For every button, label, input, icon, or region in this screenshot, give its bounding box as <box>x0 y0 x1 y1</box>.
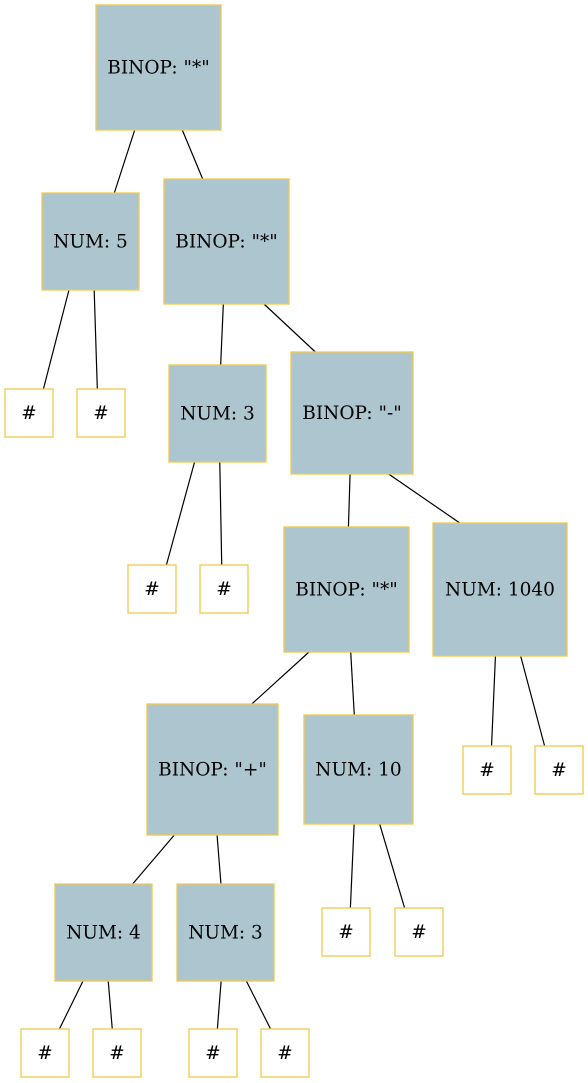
tree-node: BINOP: "*" <box>283 526 410 653</box>
tree-node: BINOP: "*" <box>95 4 222 131</box>
node-box <box>41 192 140 291</box>
tree-node: BINOP: "-" <box>290 351 414 475</box>
node-label: # <box>21 403 37 424</box>
edge-n11-n14 <box>490 655 497 747</box>
node-box <box>146 703 279 836</box>
node-box <box>4 388 54 438</box>
leaf-node: # <box>534 745 584 795</box>
node-label: BINOP: "*" <box>175 232 277 253</box>
node-box <box>321 907 371 957</box>
node-label: BINOP: "+" <box>158 760 267 781</box>
node-label: # <box>144 579 160 600</box>
node-box <box>127 564 177 614</box>
leaf-node: # <box>20 1028 70 1078</box>
edges-layer <box>42 129 546 1030</box>
edge-n3-n6 <box>220 303 224 366</box>
node-label: # <box>109 1043 125 1064</box>
edge-n16-n21 <box>107 980 113 1030</box>
node-label: NUM: 10 <box>315 760 401 781</box>
edge-n6-n9 <box>219 461 223 566</box>
leaf-node: # <box>188 1028 238 1078</box>
node-box <box>168 364 267 463</box>
node-label: # <box>479 760 495 781</box>
leaf-node: # <box>462 745 512 795</box>
leaf-node: # <box>199 564 249 614</box>
edge-n17-n23 <box>245 980 272 1030</box>
node-label: NUM: 5 <box>53 232 128 253</box>
node-label: NUM: 4 <box>66 923 141 944</box>
node-box <box>303 714 414 825</box>
node-box <box>54 883 153 982</box>
node-box <box>176 883 275 982</box>
edge-n7-n11 <box>388 473 461 524</box>
node-box <box>199 564 249 614</box>
tree-node: NUM: 3 <box>168 364 267 463</box>
node-box <box>534 745 584 795</box>
node-box <box>394 907 444 957</box>
node-box <box>260 1028 310 1078</box>
edge-n16-n20 <box>58 980 84 1030</box>
tree-node: NUM: 5 <box>41 192 140 291</box>
edge-n13-n19 <box>379 823 406 909</box>
node-box <box>92 1028 142 1078</box>
tree-node: BINOP: "+" <box>146 703 279 836</box>
node-label: BINOP: "*" <box>295 580 397 601</box>
edge-n10-n13 <box>350 651 355 716</box>
leaf-node: # <box>321 907 371 957</box>
node-label: # <box>277 1043 293 1064</box>
tree-node: NUM: 10 <box>303 714 414 825</box>
node-label: # <box>205 1043 221 1064</box>
edge-n10-n12 <box>251 651 310 705</box>
node-box <box>283 526 410 653</box>
edge-n12-n17 <box>216 834 222 885</box>
nodes-layer: BINOP: "*" NUM: 5 BINOP: "*" # # NUM: 3 BINOP:… <box>4 4 584 1078</box>
tree-node: NUM: 4 <box>54 883 153 982</box>
node-box <box>432 522 568 657</box>
edge-n2-n4 <box>42 289 70 390</box>
tree-node: NUM: 1040 <box>432 522 568 657</box>
node-label: # <box>551 760 567 781</box>
leaf-node: # <box>394 907 444 957</box>
node-box <box>163 178 290 305</box>
edge-n6-n8 <box>165 461 196 566</box>
node-box <box>462 745 512 795</box>
edge-n17-n22 <box>216 980 222 1030</box>
node-label: # <box>411 922 427 943</box>
leaf-node: # <box>127 564 177 614</box>
node-label: # <box>216 579 232 600</box>
leaf-node: # <box>76 388 126 438</box>
node-label: NUM: 3 <box>188 923 263 944</box>
node-label: NUM: 1040 <box>445 580 555 601</box>
edge-n1-n3 <box>181 129 204 180</box>
edge-n1-n2 <box>113 129 136 194</box>
edge-n2-n5 <box>93 289 98 390</box>
node-box <box>290 351 414 475</box>
edge-n13-n18 <box>349 823 355 909</box>
node-label: BINOP: "-" <box>302 403 401 424</box>
node-box <box>95 4 222 131</box>
leaf-node: # <box>260 1028 310 1078</box>
node-box <box>20 1028 70 1078</box>
edge-n7-n10 <box>347 473 351 528</box>
leaf-node: # <box>4 388 54 438</box>
node-label: NUM: 3 <box>180 404 255 425</box>
node-label: BINOP: "*" <box>107 58 209 79</box>
edge-n11-n15 <box>520 655 546 747</box>
node-label: # <box>93 403 109 424</box>
tree-node: BINOP: "*" <box>163 178 290 305</box>
edge-n3-n7 <box>263 303 316 353</box>
node-label: # <box>37 1043 53 1064</box>
leaf-node: # <box>92 1028 142 1078</box>
tree-node: NUM: 3 <box>176 883 275 982</box>
edge-n12-n16 <box>132 834 175 885</box>
node-box <box>188 1028 238 1078</box>
node-label: # <box>338 922 354 943</box>
node-box <box>76 388 126 438</box>
